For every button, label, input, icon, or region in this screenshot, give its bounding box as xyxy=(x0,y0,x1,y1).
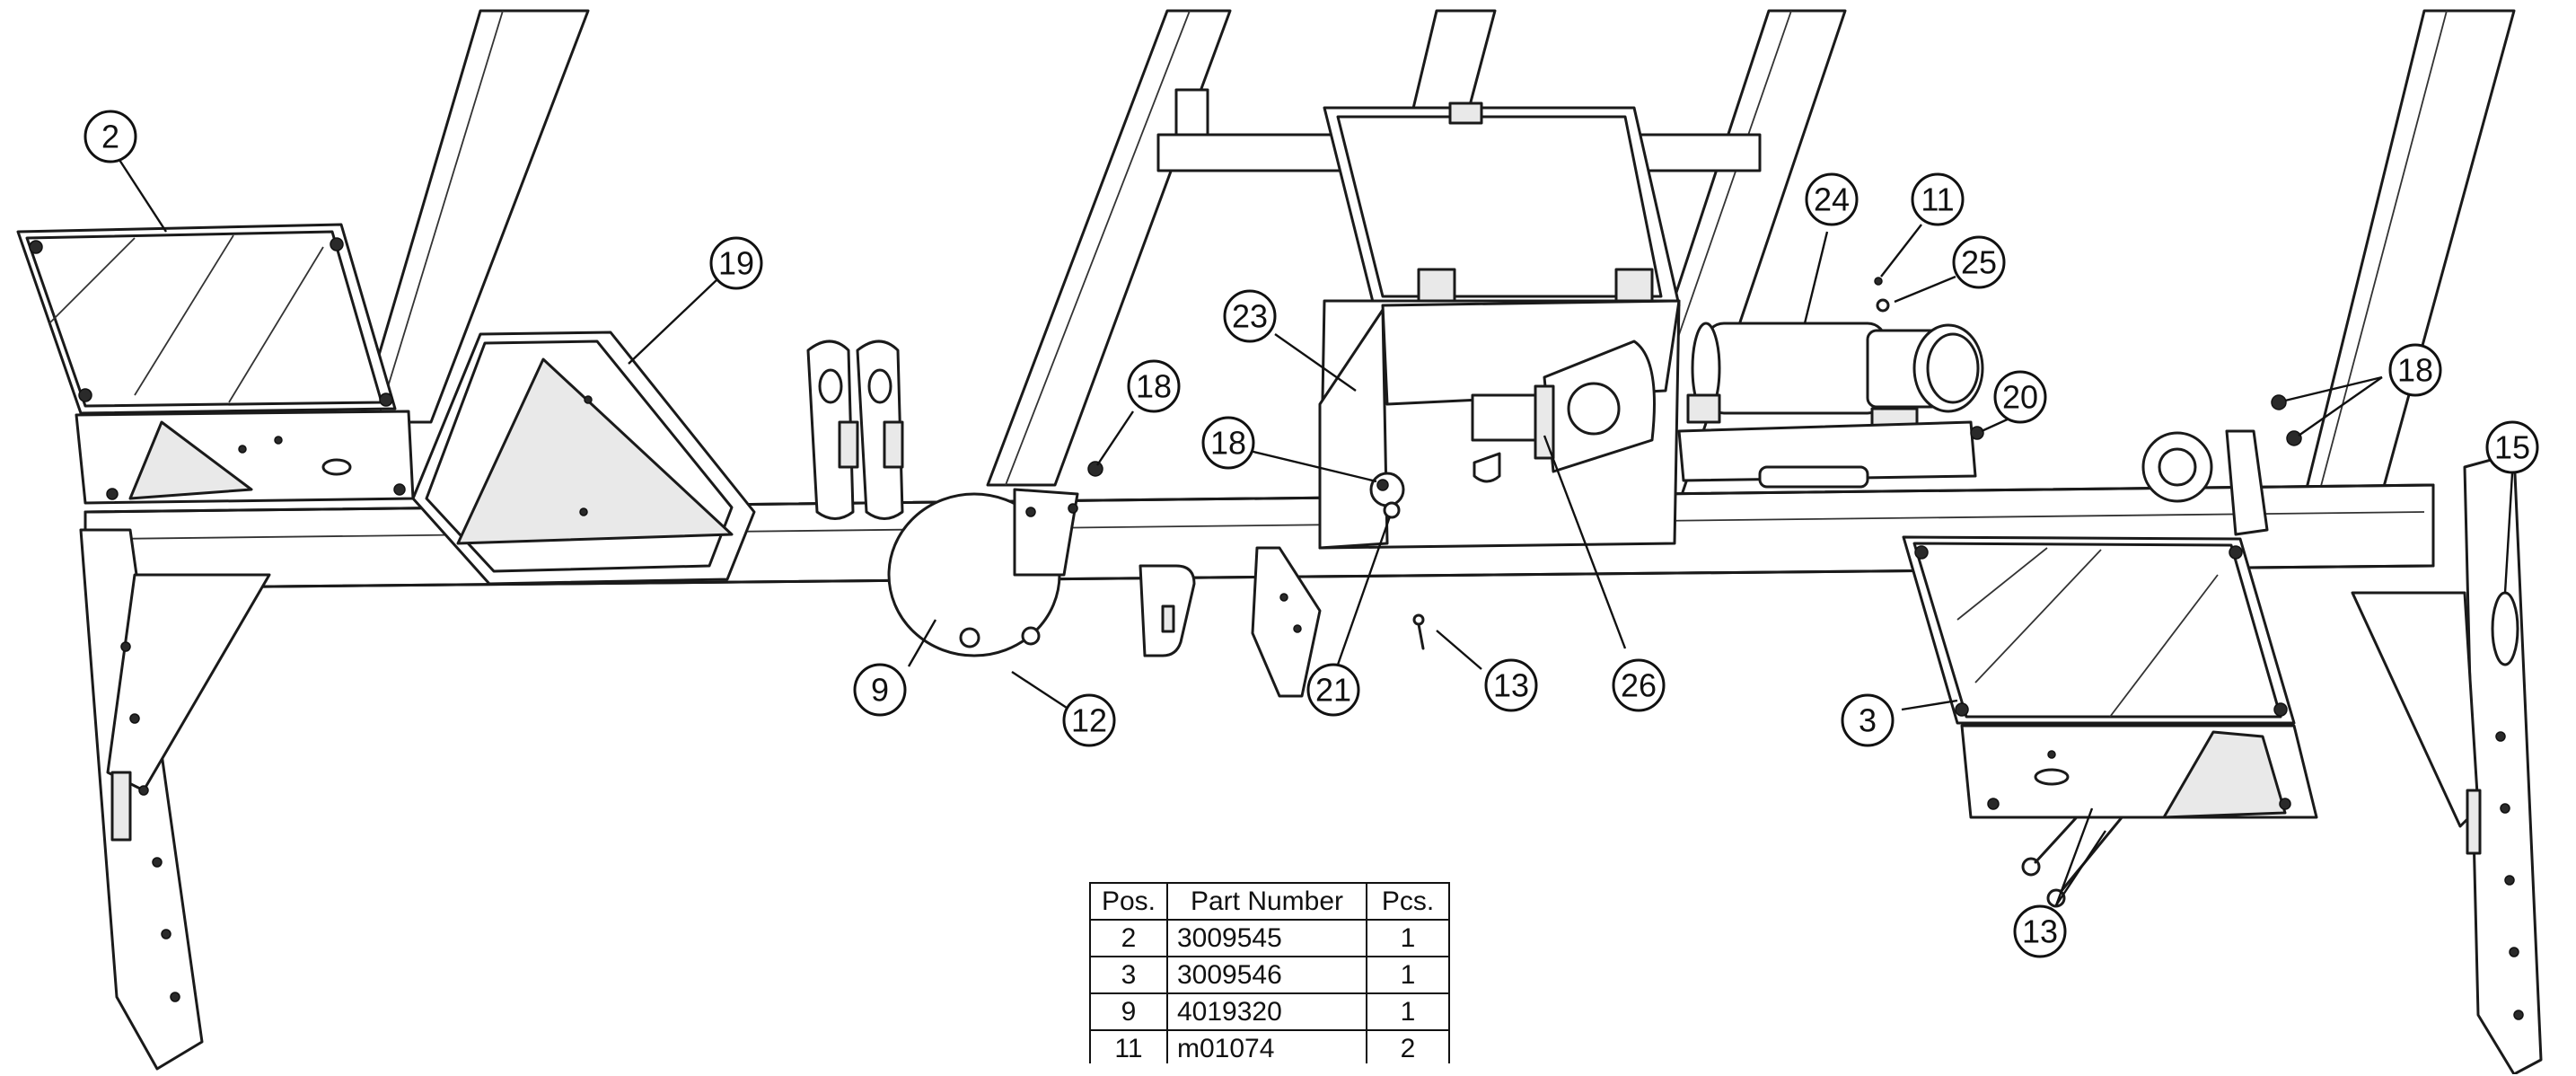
svg-text:21: 21 xyxy=(1315,672,1351,709)
svg-text:3: 3 xyxy=(1859,702,1877,739)
part-number-cell: 4019320 xyxy=(1166,992,1367,1031)
svg-text:19: 19 xyxy=(718,245,754,282)
balloon-12: 12 xyxy=(1062,693,1116,747)
left-leg xyxy=(79,528,271,1071)
svg-text:9: 9 xyxy=(871,672,889,709)
pos-cell: 11 xyxy=(1089,1029,1168,1068)
svg-text:12: 12 xyxy=(1071,702,1107,739)
table-row: 9 4019320 1 xyxy=(1089,992,1450,1031)
pos-cell: 9 xyxy=(1089,992,1168,1031)
balloon-2: 2 xyxy=(84,110,137,163)
part-24-cylinder xyxy=(1677,322,1984,489)
svg-text:13: 13 xyxy=(2022,913,2058,950)
svg-text:23: 23 xyxy=(1232,298,1268,335)
pcs-cell: 1 xyxy=(1366,992,1450,1031)
balloon-20: 20 xyxy=(1993,370,2047,424)
part-number-column-header: Part Number xyxy=(1166,882,1367,921)
part-19-reflector xyxy=(411,331,756,586)
part-23-box xyxy=(1318,101,1681,550)
pcs-cell: 1 xyxy=(1366,919,1450,957)
svg-text:2: 2 xyxy=(101,119,119,155)
right-hinge xyxy=(2141,429,2269,536)
balloon-15: 15 xyxy=(2485,420,2539,474)
svg-text:11: 11 xyxy=(1921,181,1954,218)
pos-cell: 2 xyxy=(1089,919,1168,957)
balloon-13: 13 xyxy=(1484,658,1538,712)
svg-text:24: 24 xyxy=(1814,181,1850,218)
hitch-lugs xyxy=(806,340,904,520)
pcs-cell: 2 xyxy=(1366,1029,1450,1068)
balloon-26: 26 xyxy=(1612,658,1666,712)
pcs-cell: 1 xyxy=(1366,956,1450,994)
lower-brackets xyxy=(1139,546,1322,698)
page-edge-mask xyxy=(1083,1063,1460,1076)
svg-text:25: 25 xyxy=(1961,244,1997,281)
leader-lines xyxy=(118,159,2514,906)
part-number-cell: 3009546 xyxy=(1166,956,1367,994)
pos-cell: 3 xyxy=(1089,956,1168,994)
part-9-cover xyxy=(887,488,1079,657)
pos-column-header: Pos. xyxy=(1089,882,1168,921)
part-3-plate xyxy=(1902,535,2318,819)
svg-text:26: 26 xyxy=(1621,667,1657,704)
svg-text:18: 18 xyxy=(2397,352,2433,389)
table-row: 11 m01074 2 xyxy=(1089,1029,1450,1068)
right-leg xyxy=(2351,452,2543,1074)
balloon-18: 18 xyxy=(2388,343,2442,397)
balloon-9: 9 xyxy=(853,663,907,717)
table-row: 3 3009546 1 xyxy=(1089,956,1450,994)
parts-list-header: Pos. Part Number Pcs. xyxy=(1089,882,1450,921)
balloon-23: 23 xyxy=(1223,289,1277,343)
parts-list-table: Pos. Part Number Pcs. 2 3009545 1 3 3009… xyxy=(1089,882,1450,1068)
svg-text:15: 15 xyxy=(2494,429,2530,466)
balloon-21: 21 xyxy=(1306,663,1360,717)
pcs-column-header: Pcs. xyxy=(1366,882,1450,921)
balloon-11: 11 xyxy=(1911,172,1965,226)
part-number-cell: m01074 xyxy=(1166,1029,1367,1068)
part-2-plate xyxy=(16,223,415,505)
table-row: 2 3009545 1 xyxy=(1089,919,1450,957)
balloon-13: 13 xyxy=(2013,904,2067,958)
balloon-24: 24 xyxy=(1805,172,1859,226)
balloon-19: 19 xyxy=(709,236,763,290)
balloon-18: 18 xyxy=(1127,359,1181,413)
part-number-cell: 3009545 xyxy=(1166,919,1367,957)
balloon-25: 25 xyxy=(1952,235,2006,289)
svg-text:18: 18 xyxy=(1210,425,1246,462)
svg-text:20: 20 xyxy=(2002,379,2038,416)
svg-text:13: 13 xyxy=(1493,667,1529,704)
balloon-18: 18 xyxy=(1201,416,1255,470)
balloon-3: 3 xyxy=(1841,693,1895,747)
svg-text:18: 18 xyxy=(1136,368,1172,405)
